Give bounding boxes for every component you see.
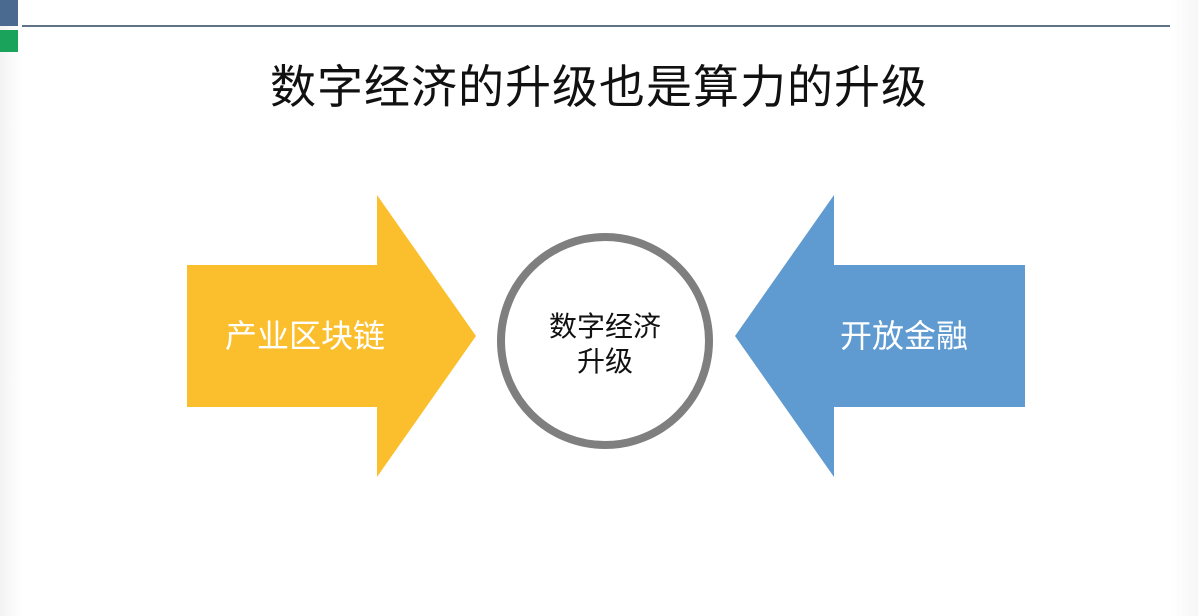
header-divider [22,25,1170,27]
left-arrow-shape [187,195,476,477]
center-circle [497,233,713,449]
right-arrow-label: 开放金融 [840,317,968,355]
corner-accent-green [0,30,18,52]
left-arrow-label: 产业区块链 [225,317,385,355]
right-arrow-shape [735,195,1025,477]
center-circle-label-line2: 升级 [577,345,633,378]
slide-title: 数字经济的升级也是算力的升级 [270,60,928,114]
center-circle-label-line1: 数字经济 [549,310,661,343]
corner-accent-blue [0,0,18,26]
